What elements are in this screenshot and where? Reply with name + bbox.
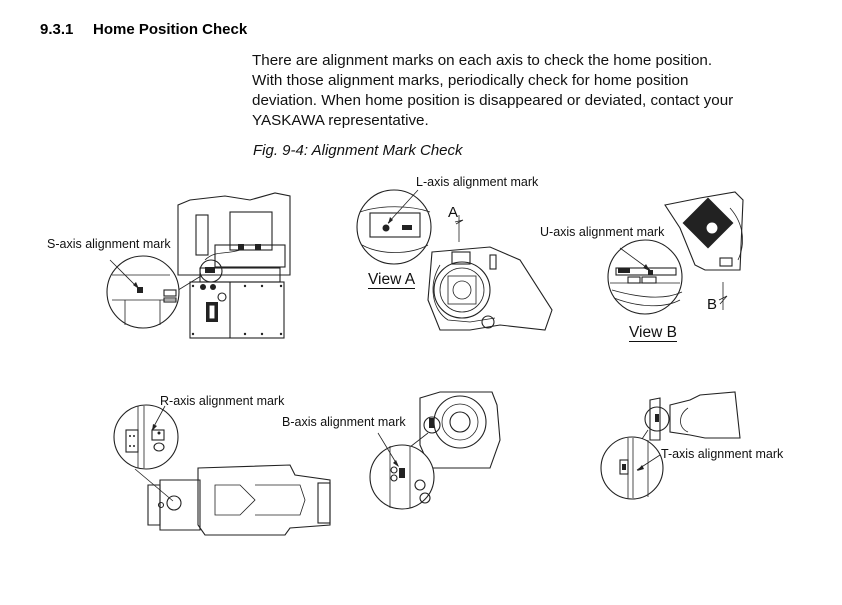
- l-axis-arm-illustration: [427, 215, 553, 331]
- s-axis-robot-base-illustration: [106, 192, 291, 339]
- s-axis-label: S-axis alignment mark: [47, 237, 171, 251]
- body-line: With those alignment marks, periodically…: [252, 72, 689, 89]
- u-axis-arm-illustration: [664, 191, 744, 310]
- figure-caption: Fig. 9-4: Alignment Mark Check: [253, 142, 463, 159]
- direction-b-label: B: [707, 296, 718, 313]
- body-line: There are alignment marks on each axis t…: [252, 52, 713, 69]
- u-axis-view-b-illustration: [607, 239, 683, 315]
- t-axis-illustration: [600, 391, 741, 500]
- t-axis-label: T-axis alignment mark: [661, 447, 784, 461]
- r-axis-label: R-axis alignment mark: [160, 394, 285, 408]
- body-line: deviation. When home position is disappe…: [252, 92, 734, 109]
- section-number: 9.3.1: [40, 21, 74, 38]
- l-axis-view-a-illustration: [356, 189, 432, 265]
- direction-a-label: A: [448, 204, 459, 221]
- body-paragraph: There are alignment marks on each axis t…: [252, 51, 792, 131]
- body-line: YASKAWA representative.: [252, 112, 429, 129]
- view-a-label: View A: [368, 271, 416, 289]
- section-title: Home Position Check: [93, 21, 248, 38]
- b-axis-illustration: [369, 391, 501, 510]
- u-axis-label: U-axis alignment mark: [540, 225, 665, 239]
- b-axis-label: B-axis alignment mark: [282, 415, 406, 429]
- view-b-label: View B: [629, 324, 677, 342]
- l-axis-label: L-axis alignment mark: [416, 175, 539, 189]
- section-heading: 9.3.1 Home Position Check: [40, 21, 247, 38]
